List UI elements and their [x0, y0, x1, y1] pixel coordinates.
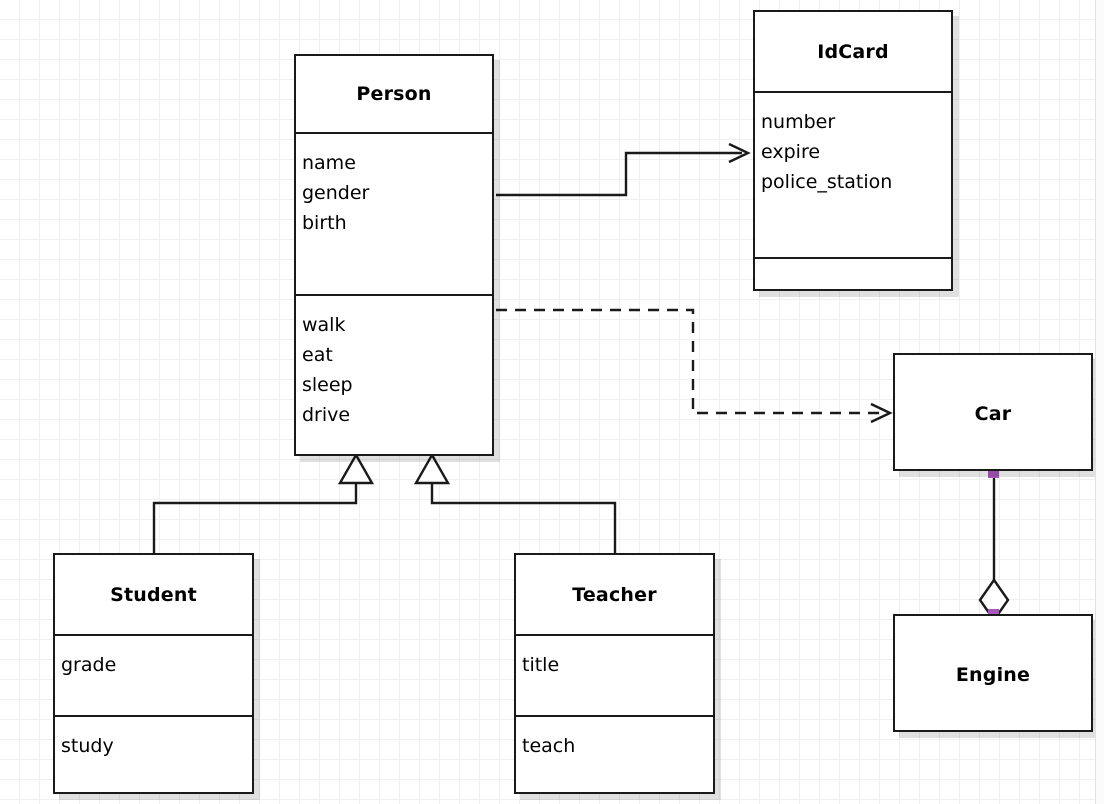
class-operations-person[interactable]: walk eat sleep drive [296, 294, 492, 456]
class-attribute-row: name [302, 152, 356, 174]
class-box-car[interactable]: Car [893, 353, 1093, 471]
class-attributes-teacher[interactable]: title [516, 634, 713, 715]
class-operation-row: study [61, 735, 114, 757]
class-attribute-row: expire [761, 141, 821, 163]
class-title-person: Person [356, 83, 432, 105]
class-title-student: Student [110, 583, 197, 606]
canvas-right-edge [1095, 0, 1104, 804]
class-box-idcard[interactable]: IdCard number expire police_station [753, 10, 953, 291]
class-attributes-person[interactable]: name gender birth [296, 132, 492, 294]
class-operation-row: eat [302, 344, 333, 366]
class-operations-teacher[interactable]: teach [516, 715, 713, 796]
class-title-car: Car [974, 403, 1012, 425]
class-attribute-row: birth [302, 212, 347, 234]
edge-endpoint-handle-car[interactable] [988, 467, 999, 478]
class-attribute-row: grade [61, 654, 117, 676]
class-title-idcard: IdCard [817, 40, 889, 63]
class-box-engine[interactable]: Engine [893, 614, 1093, 732]
class-attributes-student[interactable]: grade [55, 634, 252, 715]
class-attribute-row: police_station [761, 171, 893, 193]
class-operation-row: sleep [302, 374, 353, 396]
relationship-car-to-engine[interactable] [978, 472, 1010, 623]
class-box-student[interactable]: Student grade study [53, 553, 254, 794]
relationship-person-to-idcard[interactable] [496, 142, 751, 197]
class-box-teacher[interactable]: Teacher title teach [514, 553, 715, 794]
class-operation-row: drive [302, 404, 351, 426]
class-operation-row: walk [302, 314, 346, 336]
class-attribute-row: gender [302, 182, 370, 204]
class-attribute-row: number [761, 111, 836, 133]
class-attribute-row: title [522, 654, 560, 676]
class-operation-row: teach [522, 735, 576, 757]
class-attributes-idcard[interactable]: number expire police_station [755, 91, 951, 257]
relationship-person-to-car[interactable] [496, 308, 893, 424]
class-operations-student[interactable]: study [55, 715, 252, 796]
class-operations-idcard[interactable] [755, 257, 951, 291]
class-box-person[interactable]: Person name gender birth walk eat sleep … [294, 54, 494, 456]
relationship-student-to-person[interactable] [152, 452, 375, 553]
class-title-teacher: Teacher [572, 583, 657, 606]
relationship-teacher-to-person[interactable] [413, 452, 617, 553]
class-title-engine: Engine [955, 664, 1031, 686]
